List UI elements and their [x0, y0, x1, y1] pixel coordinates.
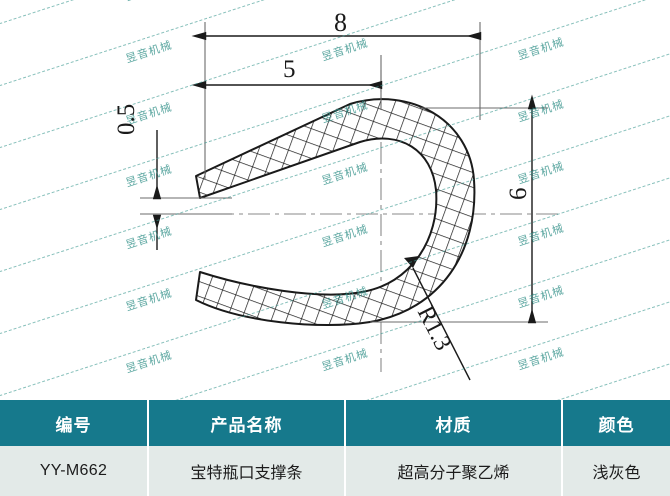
spec-table: 编号 产品名称 材质 颜色 YY-M662 宝特瓶口支撑条 超高分子聚乙烯 浅灰… [0, 400, 670, 496]
cell-code: YY-M662 [0, 446, 149, 496]
technical-drawing [140, 22, 560, 381]
dimension-lines [152, 31, 537, 381]
leader-radius-arrow [404, 256, 419, 268]
dimension-label-8: 8 [334, 8, 347, 37]
cell-material: 超高分子聚乙烯 [345, 446, 563, 496]
dimension-label-0-5: 0.5 [113, 103, 140, 135]
dimension-label-6: 6 [505, 187, 532, 201]
column-header-name: 产品名称 [148, 400, 346, 446]
column-header-code: 编号 [0, 400, 149, 446]
cell-color: 浅灰色 [562, 446, 670, 496]
column-header-color: 颜色 [562, 400, 670, 446]
dimension-label-5: 5 [283, 56, 296, 83]
table-row: YY-M662 宝特瓶口支撑条 超高分子聚乙烯 浅灰色 [0, 446, 670, 496]
profile-section [195, 98, 476, 326]
column-header-material: 材质 [345, 400, 563, 446]
leader-radius [412, 267, 471, 381]
profile-outline [195, 98, 476, 326]
table-header-row: 编号 产品名称 材质 颜色 [0, 400, 670, 446]
cell-name: 宝特瓶口支撑条 [148, 446, 346, 496]
